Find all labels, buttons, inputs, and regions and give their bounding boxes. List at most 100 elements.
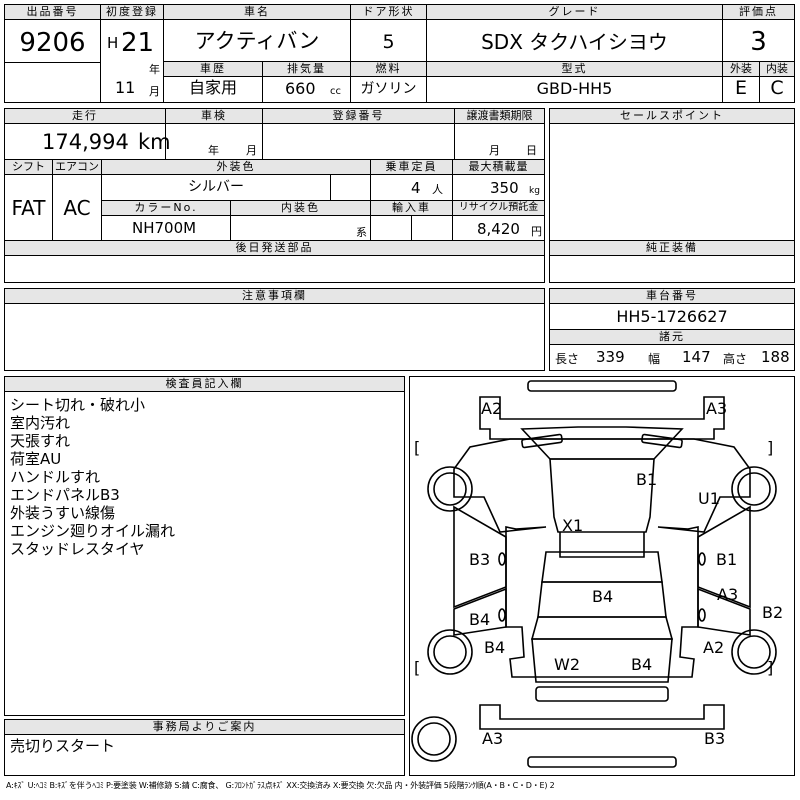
- era: H: [107, 34, 119, 52]
- mark-u1: U1: [698, 489, 720, 508]
- displacement: 660: [285, 79, 316, 98]
- ext-grade: E: [734, 77, 747, 99]
- color-no: NH700M: [132, 219, 197, 237]
- shift-label: シフト: [5, 160, 52, 175]
- office-note: 売切りスタート: [10, 737, 116, 755]
- header-section: [4, 4, 795, 103]
- grade-label: グレード: [427, 5, 722, 20]
- vehicle-outline: [411, 380, 777, 768]
- length: 339: [596, 348, 625, 366]
- displacement-unit: cc: [330, 86, 341, 97]
- bracket-right-top: ]: [767, 438, 774, 457]
- mark-b4-rear: B4: [631, 655, 653, 674]
- reg-year: 21: [121, 28, 155, 58]
- inspector-note-line: ハンドルすれ: [10, 468, 101, 486]
- reg-no-label: 登録番号: [263, 109, 454, 124]
- int-grade-label: 内装: [760, 62, 794, 77]
- sales-point-section: [549, 108, 795, 283]
- mark-a3-right: A3: [717, 585, 739, 604]
- import-label: 輸入車: [371, 201, 452, 216]
- lot-no: 9206: [19, 28, 86, 58]
- recycle-label: リサイクル預託金: [453, 201, 544, 216]
- int-color-unit: 系: [356, 226, 367, 239]
- legend: A:ｷｽﾞ U:ﾍｺﾐ B:ｷｽﾞを伴うﾍｺﾐ P:要塗装 W:補修跡 S:錆 …: [6, 781, 555, 790]
- ext-grade-label: 外装: [723, 62, 759, 77]
- transfer-month: 月: [489, 144, 500, 157]
- ac: AC: [63, 196, 91, 220]
- inspector-section: [4, 376, 405, 716]
- inspector-note-line: 天張すれ: [10, 432, 71, 450]
- length-label: 長さ: [555, 352, 580, 366]
- car-name-label: 車名: [164, 5, 350, 20]
- max-load-unit: kg: [529, 186, 540, 196]
- bracket-left-top: [: [414, 438, 421, 457]
- mark-b3-bottom: B3: [704, 729, 726, 748]
- mark-b2: B2: [762, 603, 784, 622]
- transfer-day: 日: [526, 144, 537, 157]
- fuel-label: 燃料: [351, 62, 426, 77]
- model: GBD-HH5: [536, 79, 613, 98]
- int-grade: C: [770, 77, 784, 99]
- transfer-label: 譲渡書類期限: [455, 109, 544, 124]
- mark-b4-left-rear: B4: [484, 638, 506, 657]
- inspector-note-line: 外装うすい線傷: [10, 504, 116, 522]
- condition-diagram: [409, 376, 795, 776]
- bracket-left-bottom: [: [414, 658, 421, 677]
- mark-a2-top: A2: [481, 399, 503, 418]
- ext-color-label: 外装色: [102, 160, 370, 175]
- dims-label: 諸元: [550, 330, 794, 345]
- grade: SDX タクハイシヨウ: [481, 30, 668, 54]
- notes-section: [4, 288, 545, 371]
- ac-label: エアコン: [53, 160, 101, 175]
- mark-b4-center: B4: [592, 587, 614, 606]
- doors: 5: [382, 31, 395, 53]
- chassis-label: 車台番号: [550, 289, 794, 304]
- color-no-label: カラーNo.: [102, 201, 230, 216]
- mark-b4-left: B4: [469, 610, 491, 629]
- model-label: 型式: [427, 62, 722, 77]
- inspector-note-line: 室内汚れ: [10, 414, 71, 432]
- mark-b3-left: B3: [469, 550, 491, 569]
- displacement-label: 排気量: [263, 62, 350, 77]
- mileage: 174,994: [42, 130, 129, 154]
- history: 自家用: [188, 78, 237, 97]
- score-label: 評価点: [723, 5, 794, 20]
- mark-b1-right: B1: [716, 550, 738, 569]
- office-section: [4, 719, 405, 776]
- lot-no-label: 出品番号: [5, 5, 100, 20]
- capacity-label: 乗車定員: [371, 160, 452, 175]
- mark-a3-top: A3: [706, 399, 728, 418]
- fuel: ガソリン: [360, 81, 417, 97]
- insp-year-unit: 年: [208, 144, 219, 157]
- history-label: 車歴: [164, 62, 262, 77]
- shift: FAT: [11, 196, 46, 220]
- mark-w2: W2: [554, 655, 580, 674]
- capacity-unit: 人: [432, 183, 443, 196]
- genuine-equipment-label: 純正装備: [550, 241, 794, 256]
- mileage-label: 走行: [5, 109, 165, 124]
- mileage-unit: km: [138, 130, 171, 154]
- width-label: 幅: [648, 352, 661, 366]
- ext-color: シルバー: [188, 179, 244, 195]
- first-reg-label: 初度登録: [101, 5, 163, 20]
- max-load-label: 最大積載量: [453, 160, 544, 175]
- score: 3: [750, 27, 767, 57]
- office-label: 事務局よりご案内: [5, 720, 404, 735]
- door-label: ドア形状: [351, 5, 426, 20]
- max-load: 350: [490, 179, 519, 197]
- chassis-section: [549, 288, 795, 371]
- bracket-right-bottom: ]: [767, 658, 774, 677]
- inspector-label: 検査員記入欄: [5, 377, 404, 392]
- vehicle-info-section: [4, 108, 545, 283]
- recycle-fee: 8,420: [477, 220, 520, 238]
- reg-month: 11: [115, 78, 136, 97]
- notes-label: 注意事項欄: [5, 289, 544, 304]
- height-label: 高さ: [723, 352, 748, 366]
- insp-month-unit: 月: [246, 144, 257, 157]
- chassis-no: HH5-1726627: [616, 307, 728, 326]
- width: 147: [682, 348, 711, 366]
- inspector-note-line: エンドパネルB3: [10, 486, 120, 504]
- capacity: 4: [411, 179, 421, 197]
- year-unit: 年: [149, 63, 160, 76]
- inspector-note-line: 荷室AU: [10, 450, 62, 468]
